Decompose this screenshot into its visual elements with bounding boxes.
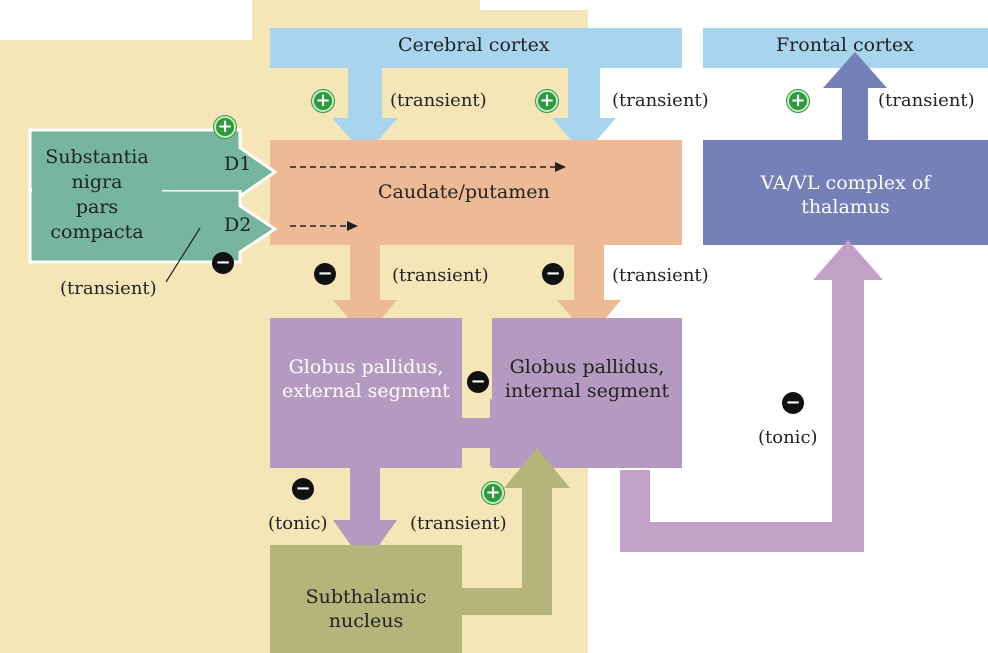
thalamus-to-frontal-arrow (823, 52, 887, 145)
cerebral-cortex-label: Cerebral cortex (398, 34, 550, 56)
frontal-cortex-box (703, 28, 988, 68)
caudate-putamen-box (270, 140, 682, 245)
caudate-to-gpe-arrow (333, 245, 397, 338)
frontal-cortex-label: Frontal cortex (776, 34, 914, 56)
snc-label: Substantia nigra pars compacta (32, 136, 162, 254)
d2-dashed-arrowhead (347, 221, 358, 231)
transient-label-d2: (transient) (60, 278, 157, 299)
excitatory-plus-icon: + (482, 482, 504, 504)
inhibitory-minus-icon: − (292, 478, 314, 500)
inhibitory-minus-icon: − (314, 263, 336, 285)
thalamus-label: VA/VL complex of thalamus (703, 160, 988, 230)
thalamus-label-line2: thalamus (801, 196, 890, 218)
transient-label-stn: (transient) (410, 513, 507, 534)
transient-label-frontal: (transient) (878, 90, 975, 111)
transient-pointer-line (165, 227, 201, 283)
caudate-putamen-label: Caudate/putamen (378, 181, 550, 203)
cortex-to-caudate-arrow-2 (552, 68, 616, 155)
cortex-to-caudate-arrow-1 (332, 68, 398, 155)
snc-label-line4: compacta (50, 221, 144, 243)
snc-d1-stub (160, 150, 242, 190)
transient-label-gpi: (transient) (612, 265, 709, 286)
gpe-label-line2: external segment (282, 380, 450, 402)
excitatory-plus-icon: + (214, 116, 236, 138)
inhibitory-minus-icon: − (782, 392, 804, 414)
background-panel-inset (480, 0, 588, 10)
caudate-to-gpi-arrow (557, 245, 621, 338)
gpi-label-line1: Globus pallidus, (509, 356, 665, 378)
stn-box (270, 545, 462, 653)
transient-label-gpe: (transient) (392, 265, 489, 286)
transient-label-cortex-1: (transient) (390, 90, 487, 111)
snc-d2-stub (160, 212, 242, 248)
gpe-to-stn-arrow (333, 468, 397, 565)
d1-dashed-arrowhead (555, 162, 566, 172)
snc-label-line3: pars (75, 196, 119, 218)
gpi-label-line2: internal segment (504, 380, 670, 402)
snc-label-line2: nigra (71, 171, 123, 193)
stn-to-gpi-arrow (462, 448, 570, 615)
stn-label-line2: nucleus (328, 610, 404, 632)
inhibitory-minus-icon: − (542, 263, 564, 285)
inhibitory-minus-icon: − (467, 371, 489, 393)
snc-label-line1: Substantia (45, 146, 149, 168)
tonic-label-stn: (tonic) (268, 513, 328, 534)
d1-label: D1 (224, 153, 252, 175)
transient-label-cortex-2: (transient) (612, 90, 709, 111)
gpi-label: Globus pallidus, internal segment (492, 352, 682, 406)
excitatory-plus-icon: + (312, 90, 334, 112)
thalamus-box (703, 140, 988, 245)
thalamus-label-line1: VA/VL complex of (760, 172, 931, 194)
gpe-label-line1: Globus pallidus, (288, 356, 444, 378)
gpi-to-thalamus-arrow (620, 240, 883, 552)
stn-label-line1: Subthalamic (305, 586, 427, 608)
gpe-to-gpi-arrow (462, 398, 516, 468)
gpe-label: Globus pallidus, external segment (270, 352, 462, 406)
gpe-box (270, 318, 462, 468)
snc-box (32, 132, 162, 260)
d2-label: D2 (224, 214, 252, 236)
excitatory-plus-icon: + (787, 90, 809, 112)
tonic-label-thalamic: (tonic) (758, 427, 818, 448)
excitatory-plus-icon: + (536, 90, 558, 112)
inhibitory-minus-icon: − (212, 252, 234, 274)
stn-label: Subthalamic nucleus (270, 582, 462, 636)
background-panel-top-left (0, 0, 252, 40)
cerebral-cortex-box (270, 28, 682, 68)
gpi-box (492, 318, 682, 468)
